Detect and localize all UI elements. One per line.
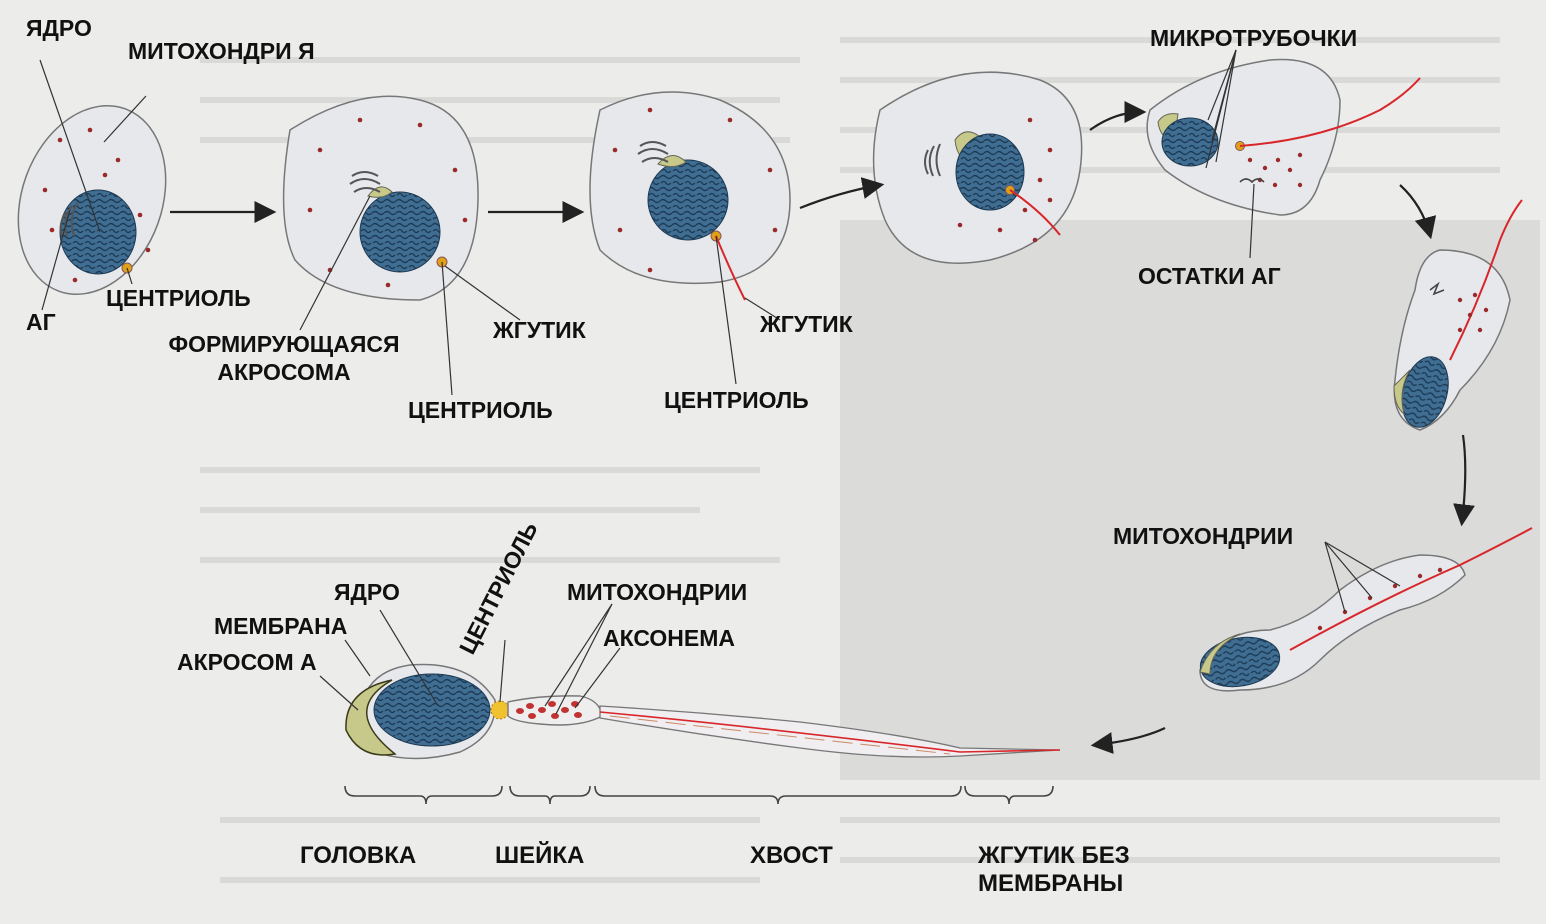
label-golgi-1: АГ [26,308,56,336]
label-tail: ХВОСТ [750,842,833,870]
label-microtubules: МИКРОТРУБОЧКИ [1150,24,1357,52]
label-nucleus-2: ЯДРО [334,578,400,606]
region-braces [345,786,1053,804]
label-centriole-3: ЦЕНТРИОЛЬ [664,386,809,414]
label-flagellum-2: ЖГУТИК [760,310,853,338]
cell-stage-1 [0,85,191,315]
label-head: ГОЛОВКА [300,842,416,870]
label-membrane: МЕМБРАНА [214,612,347,640]
cell-stage-3 [590,92,790,300]
label-flagellum-1: ЖГУТИК [493,316,586,344]
label-forming-acrosome: ФОРМИРУЮЩАЯСЯ АКРОСОМА [144,330,424,386]
label-mitochondria-1: МИТОХОНДРИ Я [128,37,328,65]
label-naked-flagellum: ЖГУТИК БЕЗ МЕМБРАНЫ [978,842,1158,898]
label-nucleus-1: ЯДРО [26,14,92,42]
label-acrosome: АКРОСОМ А [177,648,327,676]
label-mitochondria-2: МИТОХОНДРИИ [1113,522,1293,550]
label-centriole-1: ЦЕНТРИОЛЬ [106,284,251,312]
label-mitochondria-3: МИТОХОНДРИИ [567,578,747,606]
label-golgi-remnants: ОСТАТКИ АГ [1138,262,1281,290]
label-neck: ШЕЙКА [495,842,584,870]
label-centriole-2: ЦЕНТРИОЛЬ [408,396,553,424]
label-axoneme: АКСОНЕМА [603,624,735,652]
